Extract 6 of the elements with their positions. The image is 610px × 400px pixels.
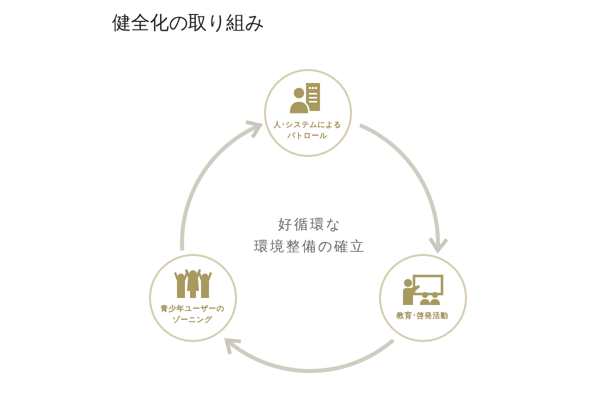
arrow [180,121,262,251]
title: 健全化の取り組み [112,11,264,36]
arrow [359,123,448,252]
center-label: 好循環な [277,216,343,235]
arrow [224,338,395,373]
center-label: 環境整備の確立 [253,238,367,257]
